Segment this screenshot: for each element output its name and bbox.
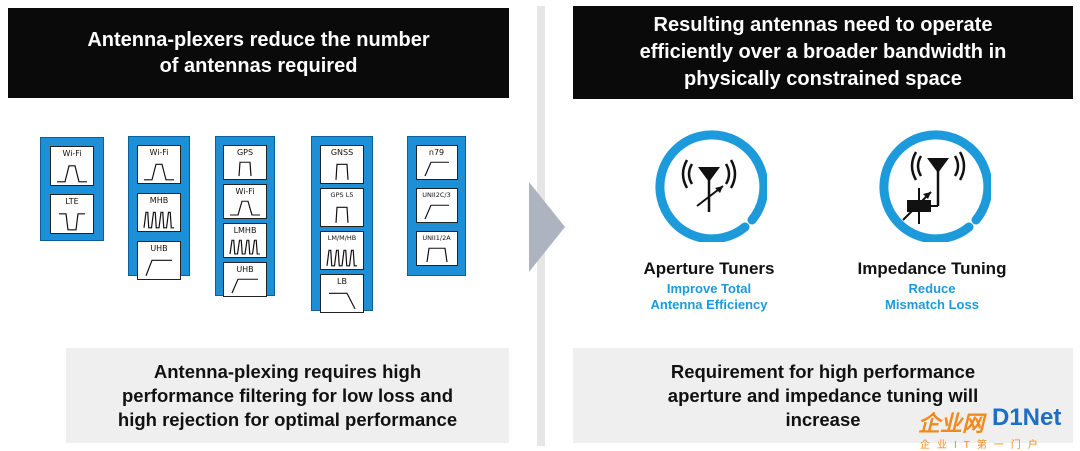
- impedance-tuning-title: Impedance Tuning: [857, 259, 1007, 278]
- aperture-tuners-subtitle: Improve Total Antenna Efficiency: [650, 281, 768, 312]
- band-tile-lte: LTE: [50, 194, 94, 234]
- left-footer: Antenna-plexing requires high performanc…: [66, 348, 509, 443]
- right-header-text: Resulting antennas need to operate effic…: [639, 14, 1007, 90]
- filter-response-icon: [423, 204, 449, 220]
- filter-response-icon: [231, 278, 258, 294]
- band-label: UNII1/2A: [422, 234, 451, 242]
- right-header: Resulting antennas need to operate effic…: [573, 6, 1073, 99]
- band-tile-lb: LB: [320, 274, 364, 313]
- filter-response-curve: [238, 161, 252, 177]
- filter-response-curve: [326, 249, 357, 267]
- filter-response-curve: [143, 211, 174, 229]
- filter-response-curve: [231, 278, 258, 294]
- filter-response-curve: [230, 200, 260, 216]
- band-label: GNSS: [330, 148, 354, 157]
- filter-response-curve: [423, 161, 449, 177]
- filter-response-icon: [425, 247, 448, 263]
- left-header: Antenna-plexers reduce the number of ant…: [8, 8, 509, 98]
- filter-group-card: GNSS GPS L5 LM/M/HB LB: [311, 136, 373, 313]
- band-label: LMHB: [233, 226, 257, 235]
- filter-response-icon: [329, 292, 356, 310]
- band-tile-gps-l5: GPS L5: [320, 188, 364, 227]
- filter-response-icon: [423, 161, 449, 177]
- band-label: UHB: [150, 244, 168, 253]
- filter-response-icon: [59, 213, 85, 231]
- band-tile-uhb: UHB: [223, 262, 267, 297]
- filter-response-icon: [335, 163, 349, 180]
- band-tile-gnss: GNSS: [320, 145, 364, 184]
- aperture-tuners-title: Aperture Tuners: [643, 259, 775, 278]
- filter-response-curve: [144, 163, 174, 181]
- band-tile-wi-fi: Wi-Fi: [50, 146, 94, 186]
- filter-response-icon: [144, 163, 174, 181]
- filter-response-icon: [335, 206, 349, 223]
- band-label: UHB: [236, 265, 254, 274]
- filter-response-curve: [329, 292, 356, 310]
- band-label: GPS L5: [330, 191, 354, 199]
- watermark-logo: 企业网 D1Net 企业IT第一门户: [918, 404, 1080, 451]
- filter-response-curve: [423, 204, 449, 220]
- filter-response-curve: [229, 239, 260, 255]
- band-label: LM/M/HB: [327, 234, 357, 242]
- filter-response-icon: [326, 249, 357, 267]
- band-tile-wi-fi: Wi-Fi: [223, 184, 267, 219]
- watermark-tagline: 企业IT第一门户: [920, 440, 1045, 451]
- filter-response-icon: [57, 165, 87, 183]
- band-tile-lm-m-hb: LM/M/HB: [320, 231, 364, 270]
- band-tile-unii2c-3: UNII2C/3: [415, 188, 458, 223]
- filter-response-curve: [59, 213, 85, 231]
- band-label: LB: [337, 277, 347, 286]
- band-tile-unii1-2a: UNII1/2A: [415, 231, 458, 266]
- filter-response-icon: [229, 239, 260, 255]
- filter-response-icon: [145, 259, 172, 277]
- right-footer: Requirement for high performance apertur…: [573, 348, 1073, 443]
- band-tile-lmhb: LMHB: [223, 223, 267, 258]
- band-label: GPS: [236, 148, 254, 157]
- band-label: Wi-Fi: [149, 148, 169, 157]
- band-label: Wi-Fi: [62, 149, 82, 158]
- filter-response-curve: [425, 247, 448, 263]
- watermark-brand-en: D1Net: [992, 404, 1062, 431]
- impedance-tuning-subtitle: Reduce Mismatch Loss: [885, 281, 979, 312]
- band-tile-mhb: MHB: [137, 193, 181, 232]
- band-tile-uhb: UHB: [137, 241, 181, 280]
- antenna-impedance-icon: [879, 130, 991, 242]
- antenna-tuner-icon: [655, 130, 767, 242]
- chevron-right-icon: [529, 182, 565, 272]
- filter-response-curve: [57, 165, 87, 183]
- band-label: LTE: [65, 197, 79, 206]
- band-label: n79: [428, 148, 445, 157]
- filter-response-icon: [238, 161, 252, 177]
- filter-response-curve: [335, 206, 349, 223]
- watermark-brand-cn: 企业网: [918, 411, 985, 436]
- filter-response-curve: [145, 259, 172, 277]
- filter-response-icon: [230, 200, 260, 216]
- band-label: MHB: [149, 196, 169, 205]
- filter-response-curve: [335, 163, 349, 180]
- filter-response-icon: [143, 211, 174, 229]
- band-label: Wi-Fi: [235, 187, 255, 196]
- band-tile-gps: GPS: [223, 145, 267, 180]
- band-label: UNII2C/3: [422, 191, 451, 199]
- band-tile-wi-fi: Wi-Fi: [137, 145, 181, 184]
- left-header-text: Antenna-plexers reduce the number of ant…: [87, 29, 430, 77]
- band-tile-n79: n79: [415, 145, 458, 180]
